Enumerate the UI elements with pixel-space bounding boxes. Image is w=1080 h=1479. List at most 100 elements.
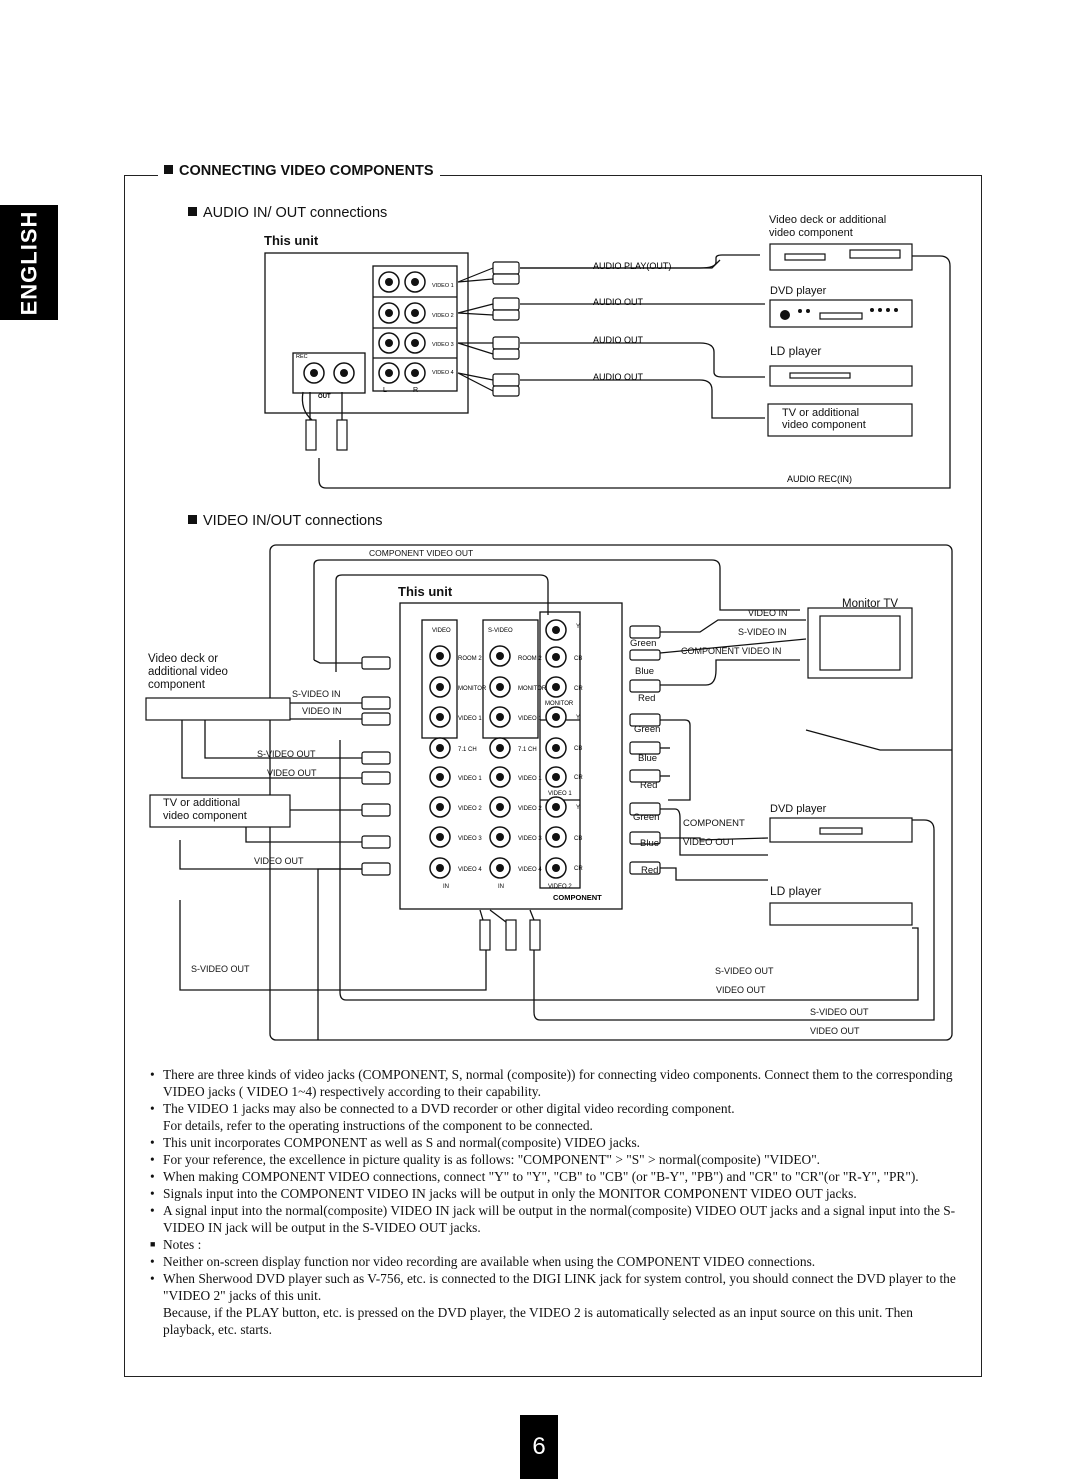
color-green-label: Green [630,638,657,649]
color-blue-label: Blue [638,753,658,764]
tv-additional-box [149,794,291,828]
language-tab: ENGLISH [0,205,58,320]
video-this-unit-label: This unit [398,584,453,599]
jack-video2-label: VIDEO 2 [518,806,542,812]
video-deck-label: Video deck or additional [769,214,887,226]
s-video-out-label: S-VIDEO OUT [810,1007,869,1017]
audio-unit-panel [264,252,469,414]
video-out-label: VIDEO OUT [254,856,304,866]
jack-cb-label: CB [574,656,582,662]
video-out-label: VIDEO OUT [810,1026,860,1036]
jack-video4-label: VIDEO 4 [458,867,482,873]
square-bullet-icon [188,515,197,524]
video-col-label: VIDEO [432,628,451,634]
component-monitor-label: MONITOR [545,701,574,707]
note-item: •Neither on-screen display function nor … [150,1254,816,1269]
audio-r-label: R [413,387,418,394]
video-deck-label: Video deck or [148,653,219,665]
jack-video4-label: VIDEO 4 [518,867,542,873]
audio-out-label: AUDIO OUT [593,372,644,382]
video-heading-text: VIDEO IN/OUT connections [203,513,383,529]
jack-in-label: IN [443,884,449,890]
jack-video3-label: VIDEO 3 [518,836,542,842]
jack-y-label: Y [576,805,580,811]
color-red-label: Red [641,865,659,876]
video-deck-label: component [148,679,205,691]
audio-rec-label: REC [296,354,308,360]
color-blue-label: Blue [640,838,660,849]
jack-video1-label: VIDEO 1 [458,716,482,722]
rca-plug-down [305,419,317,451]
jack-video3-label: VIDEO 3 [458,836,482,842]
note-item: •There are three kinds of video jacks (C… [150,1067,953,1099]
svideo-col-label: S-VIDEO [488,628,513,634]
svideo-jack-column [482,619,539,739]
video-in-label: VIDEO IN [748,608,788,618]
note-item: •When making COMPONENT VIDEO connections… [150,1169,919,1184]
audio-out-label: AUDIO OUT [593,297,644,307]
notes-heading: ■Notes : [150,1237,202,1252]
component-video-out-label: COMPONENT VIDEO OUT [369,548,474,558]
component-video2-label: VIDEO 2 [548,884,572,890]
component-panel-label: COMPONENT [553,893,602,902]
dvd-player-label: DVD player [770,803,827,815]
jack-video1-label: VIDEO 1 [518,776,542,782]
jack-monitor-label: MONITOR [458,686,487,692]
audio-rec-in-label: AUDIO REC(IN) [787,474,852,484]
audio-heading-text: AUDIO IN/ OUT connections [203,205,388,221]
rca-plug [492,373,520,387]
video-in-label: VIDEO IN [302,706,342,716]
note-continuation: For details, refer to the operating inst… [163,1118,593,1133]
tv-additional-label: video component [782,419,866,431]
page-number: 6 [520,1415,558,1479]
jack-y-label: Y [576,715,580,721]
audio-out-label: OUT [318,394,331,400]
audio-jack-label: VIDEO 2 [432,313,454,319]
video-unit-panel [399,602,623,910]
jack-cr-label: CR [574,775,583,781]
jack-cb-label: CB [574,836,582,842]
jack-video1-label: VIDEO 1 [518,716,542,722]
content-frame [124,175,982,1377]
ld-player-label: LD player [770,884,822,898]
audio-this-unit-label: This unit [264,233,319,248]
note-continuation: Because, if the PLAY button, etc. is pre… [163,1305,913,1337]
jack-video1-label: VIDEO 1 [458,776,482,782]
ld-player-label: LD player [770,344,822,358]
dvd-player-label: DVD player [770,285,827,297]
jack-room2-label: ROOM 2 [458,656,482,662]
note-item: •This unit incorporates COMPONENT as wel… [150,1135,641,1150]
color-red-label: Red [638,693,656,704]
jack-y-label: Y [576,624,580,630]
tv-additional-label: TV or additional [782,407,860,419]
audio-jack-label: VIDEO 4 [432,370,454,376]
component-jack-column [539,611,581,889]
audio-play-out-label: AUDIO PLAY(OUT) [593,261,671,271]
component-out-loop [269,544,953,1041]
ld-player-device [769,902,913,926]
rca-plug [492,336,520,350]
monitor-tv-label: Monitor TV [842,598,899,610]
component-label: COMPONENT [683,818,745,829]
jack-cr-label: CR [574,866,583,872]
component-video1-label: VIDEO 1 [548,791,572,797]
jack-in-label: IN [498,884,504,890]
note-item: •For your reference, the excellence in p… [150,1152,821,1167]
audio-out-label: AUDIO OUT [593,335,644,345]
tv-additional-label: TV or additional [163,797,241,809]
video-out-label: VIDEO OUT [716,985,766,995]
section-title: CONNECTING VIDEO COMPONENTS [158,163,440,179]
jack-cb-label: CB [574,746,582,752]
audio-l-label: L [383,387,387,394]
jack-71ch-label: 7.1 CH [458,747,477,753]
note-item: •A signal input into the normal(composit… [150,1203,956,1235]
rca-plug [492,297,520,311]
audio-heading: AUDIO IN/ OUT connections [188,205,387,221]
audio-rec-block [292,352,366,394]
video-out-label: VIDEO OUT [683,837,736,848]
s-video-in-label: S-VIDEO IN [292,689,341,699]
component-video-in-label: COMPONENT VIDEO IN [681,646,782,656]
note-item: •When Sherwood DVD player such as V-756,… [150,1271,956,1303]
s-video-out-label: S-VIDEO OUT [715,966,774,976]
video-out-label: VIDEO OUT [267,768,317,778]
